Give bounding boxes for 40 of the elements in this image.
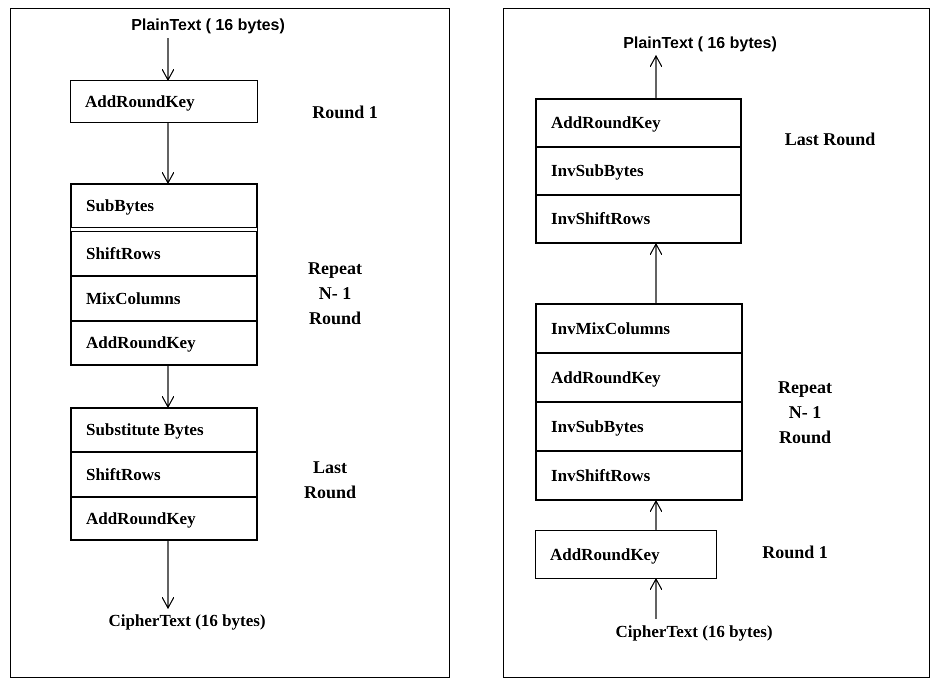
step-box: AddRoundKey bbox=[535, 530, 717, 579]
round-label: Repeat N- 1 Round bbox=[777, 376, 833, 449]
step-box: InvShiftRows bbox=[536, 195, 741, 243]
round-label: Round 1 bbox=[761, 541, 829, 564]
text-label: CipherText (16 bytes) bbox=[592, 619, 796, 645]
arrow bbox=[649, 243, 663, 303]
round-label: Round 1 bbox=[311, 101, 379, 124]
arrow bbox=[161, 366, 175, 408]
round-label: Last Round bbox=[302, 456, 358, 504]
arrow bbox=[649, 55, 663, 98]
arrow bbox=[649, 578, 663, 619]
step-box: Substitute Bytes bbox=[71, 408, 257, 452]
step-box: InvMixColumns bbox=[536, 304, 742, 353]
step-box: AddRoundKey bbox=[70, 80, 258, 123]
round-label: Repeat N- 1 Round bbox=[307, 257, 363, 330]
step-box: InvSubBytes bbox=[536, 147, 741, 195]
round-group-box bbox=[70, 407, 258, 541]
round-label: Last Round bbox=[784, 128, 876, 151]
arrow bbox=[161, 38, 175, 81]
round-group-box bbox=[535, 303, 743, 501]
step-box: InvShiftRows bbox=[536, 451, 742, 500]
step-box: SubBytes bbox=[71, 184, 257, 228]
step-box: ShiftRows bbox=[71, 452, 257, 497]
round-group-box bbox=[535, 98, 742, 244]
text-label: PlainText ( 16 bytes) bbox=[120, 14, 296, 38]
step-box: AddRoundKey bbox=[536, 353, 742, 402]
arrow bbox=[161, 123, 175, 184]
step-box: MixColumns bbox=[71, 276, 257, 321]
step-box: ShiftRows bbox=[71, 231, 257, 276]
panel-frame bbox=[503, 8, 930, 678]
arrow bbox=[161, 541, 175, 609]
step-box: AddRoundKey bbox=[71, 497, 257, 540]
text-label: CipherText (16 bytes) bbox=[84, 608, 290, 634]
step-box: AddRoundKey bbox=[536, 99, 741, 147]
panel-frame bbox=[10, 8, 450, 678]
text-label: PlainText ( 16 bytes) bbox=[610, 32, 790, 56]
round-group-box bbox=[70, 183, 258, 366]
step-box: InvSubBytes bbox=[536, 402, 742, 451]
arrow bbox=[649, 500, 663, 530]
step-box: AddRoundKey bbox=[71, 321, 257, 365]
